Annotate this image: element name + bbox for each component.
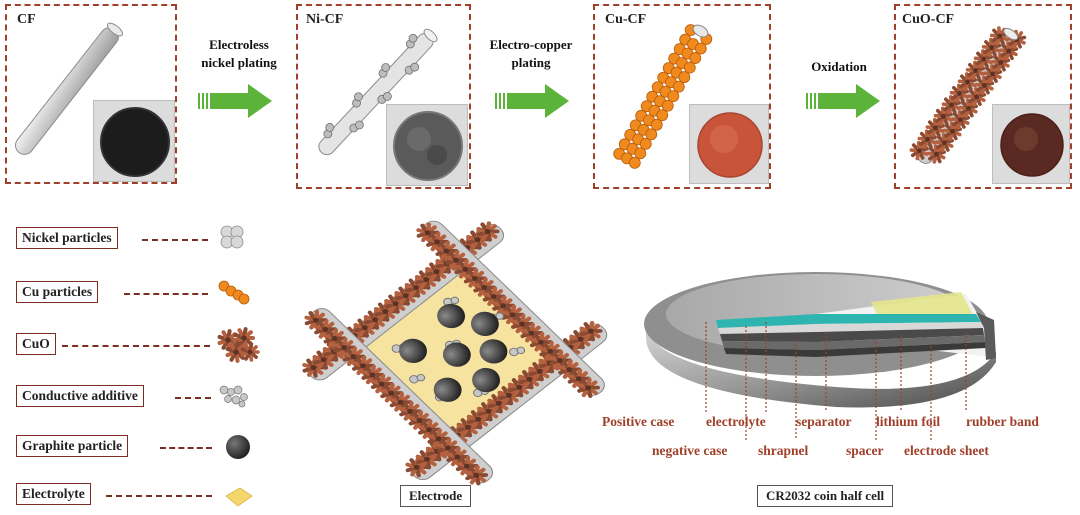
cu-coated-fiber-icon [613,24,713,169]
legend-connector [175,397,211,399]
legend-conductive-additive: Conductive additive [16,385,144,407]
label-separator: separator [796,414,852,429]
legend-nickel-particles: Nickel particles [16,227,118,249]
cf-photo [93,100,175,182]
step-label: Electroless nickel plating [180,36,298,72]
carbon-fiber-icon [15,22,124,155]
step-line: plating [511,55,551,70]
step-line: Electro-copper [489,37,573,52]
legend-connector [124,293,208,295]
right-arrow-icon [806,84,880,118]
electrolyte-icon [225,487,253,507]
nickel-particles-icon [220,225,244,249]
cu-particles-icon [218,280,250,305]
stage-cu-cf: Cu-CF [593,4,771,189]
step-label: Oxidation [780,58,898,76]
label-electrode-sheet: electrode sheet [904,443,989,458]
conductive-additive-icon [219,385,248,408]
step-line: Electroless [209,37,269,52]
electrode-caption: Electrode [400,485,472,507]
legend-electrolyte: Electrolyte [16,483,91,505]
legend-cu-particles: Cu particles [16,281,99,303]
legend-graphite-particle: Graphite particle [16,435,129,457]
cuo-icon [217,327,260,363]
coin-cell-illustration [644,272,996,440]
coin-cell-caption: CR2032 coin half cell [757,485,894,507]
label-lithium-foil: lithium foil [876,414,941,429]
stage-title: CuO-CF [902,12,955,27]
stage-cf: CF [5,4,177,184]
legend-connector [142,239,208,241]
legend-connector [62,345,210,347]
stage-title: Cu-CF [605,12,647,27]
ni-cf-photo [386,104,468,186]
graphite-particle-icon [226,435,250,459]
ni-coated-fiber-icon [318,28,438,156]
label-shrapnel: shrapnel [758,443,809,458]
cuo-cf-photo [992,104,1070,184]
stage-title: Ni-CF [306,12,344,27]
legend-connector [106,495,212,497]
stage-title: CF [17,12,36,27]
stage-ni-cf: Ni-CF [296,4,471,189]
step-label: Electro-copper plating [472,36,590,72]
label-rubber-band: rubber band [966,414,1039,429]
step-line: nickel plating [201,55,277,70]
right-arrow-icon [198,84,272,118]
label-positive-case: Positive case [602,414,675,429]
electrode-illustration [302,220,608,486]
cuo-coated-fiber-icon [909,26,1027,164]
step-line: Oxidation [811,59,867,74]
legend-connector [160,447,212,449]
label-spacer: spacer [846,443,884,458]
stage-cuo-cf: CuO-CF [894,4,1072,189]
label-negative-case: negative case [652,443,728,458]
right-arrow-icon [495,84,569,118]
legend-cuo: CuO [16,333,56,355]
label-electrolyte: electrolyte [706,414,766,429]
cu-cf-photo [689,104,769,184]
